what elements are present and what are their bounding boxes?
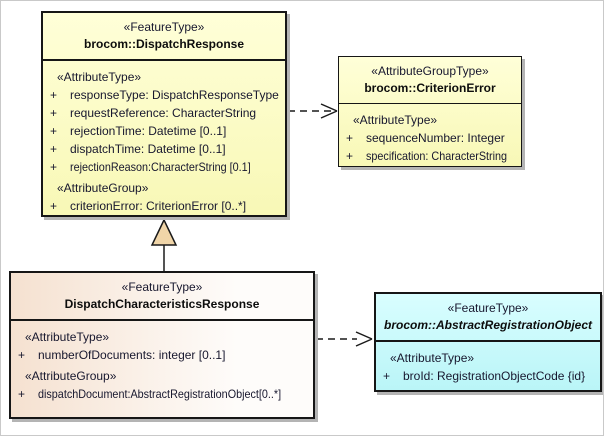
attribute-row: + specification: CharacterString: [339, 147, 521, 165]
section-heading: «AttributeType»: [353, 113, 438, 127]
class-stereotype: «FeatureType»: [121, 280, 203, 294]
generalization-arrow-dispatchcharacteristics-dispatchresponse[interactable]: [150, 218, 178, 271]
attribute-text: dispatchTime: Datetime [0..1]: [70, 142, 226, 156]
attribute-row: + rejectionReason:CharacterString [0.1]: [43, 158, 285, 176]
section-heading: «AttributeType»: [57, 70, 142, 84]
class-box-dispatch-response[interactable]: «FeatureType» brocom::DispatchResponse «…: [41, 11, 287, 217]
section-heading: «AttributeGroup»: [57, 181, 149, 195]
class-name: brocom::CriterionError: [364, 81, 496, 95]
visibility: +: [50, 160, 58, 174]
visibility: +: [50, 142, 58, 156]
attribute-row: + responseType: DispatchResponseType: [43, 86, 285, 104]
hollow-triangle-arrowhead-icon: [150, 218, 178, 246]
compartment-divider: [376, 340, 600, 342]
compartment-divider: [43, 59, 285, 61]
visibility: +: [50, 88, 58, 102]
attribute-text: specification: CharacterString: [366, 149, 508, 163]
section-heading: «AttributeType»: [390, 351, 475, 365]
compartment-divider: [339, 103, 521, 104]
dependency-arrow-dispatchcharacteristics-abstractregistrationobject[interactable]: [316, 331, 373, 347]
class-stereotype: «FeatureType»: [447, 301, 529, 315]
attribute-row: + requestReference: CharacterString: [43, 104, 285, 122]
open-arrowhead-icon: [355, 331, 373, 347]
attribute-row: + numberOfDocuments: integer [0..1]: [11, 346, 313, 364]
attribute-compartment: «AttributeType» + broId: RegistrationObje…: [376, 342, 600, 385]
attribute-text: sequenceNumber: Integer: [366, 131, 505, 145]
attribute-compartment: «AttributeType» + sequenceNumber: Integer…: [339, 104, 521, 165]
attribute-text: criterionError: CriterionError [0..*]: [70, 199, 247, 213]
attribute-text: rejectionTime: Datetime [0..1]: [70, 124, 227, 138]
attribute-text: dispatchDocument:AbstractRegistrationObj…: [38, 387, 282, 401]
attribute-text: broId: RegistrationObjectCode {id}: [403, 369, 586, 383]
attribute-compartment: «AttributeType» + responseType: DispatchR…: [43, 61, 285, 215]
class-title: «AttributeGroupType» brocom::CriterionEr…: [339, 57, 521, 97]
class-name: brocom::AbstractRegistrationObject: [383, 318, 593, 332]
class-box-abstract-registration-object[interactable]: «FeatureType» brocom::AbstractRegistrati…: [374, 292, 602, 392]
class-box-dispatch-characteristics-response[interactable]: «FeatureType» DispatchCharacteristicsRes…: [9, 271, 315, 419]
class-stereotype: «FeatureType»: [123, 20, 205, 34]
visibility: +: [18, 348, 26, 362]
attribute-row: + dispatchDocument:AbstractRegistrationOb…: [11, 385, 313, 403]
attribute-row: + dispatchTime: Datetime [0..1]: [43, 140, 285, 158]
visibility: +: [50, 106, 58, 120]
visibility: +: [346, 149, 354, 163]
attribute-row: + sequenceNumber: Integer: [339, 129, 521, 147]
compartment-divider: [11, 319, 313, 321]
attribute-text: numberOfDocuments: integer [0..1]: [38, 348, 226, 362]
attribute-compartment: «AttributeType» + numberOfDocuments: inte…: [11, 321, 313, 403]
class-title: «FeatureType» DispatchCharacteristicsRes…: [11, 273, 313, 313]
visibility: +: [50, 124, 58, 138]
attribute-row: + broId: RegistrationObjectCode {id}: [376, 367, 600, 385]
dependency-arrow-dispatchresponse-criterionerror[interactable]: [288, 103, 338, 119]
attribute-row: + rejectionTime: Datetime [0..1]: [43, 122, 285, 140]
class-box-criterion-error[interactable]: «AttributeGroupType» brocom::CriterionEr…: [338, 56, 522, 167]
attribute-text: rejectionReason:CharacterString [0.1]: [70, 160, 251, 174]
class-title: «FeatureType» brocom::DispatchResponse: [43, 13, 285, 53]
visibility: +: [18, 387, 26, 401]
class-stereotype: «AttributeGroupType»: [371, 64, 489, 78]
class-title: «FeatureType» brocom::AbstractRegistrati…: [376, 294, 600, 334]
class-name: DispatchCharacteristicsResponse: [64, 297, 260, 311]
attribute-text: responseType: DispatchResponseType: [70, 88, 279, 102]
open-arrowhead-icon: [320, 103, 338, 119]
attribute-text: requestReference: CharacterString: [70, 106, 257, 120]
visibility: +: [346, 131, 354, 145]
attribute-row: + criterionError: CriterionError [0..*]: [43, 197, 285, 215]
class-name: brocom::DispatchResponse: [83, 37, 245, 51]
section-heading: «AttributeType»: [25, 330, 110, 344]
visibility: +: [50, 199, 58, 213]
section-heading: «AttributeGroup»: [25, 369, 117, 383]
visibility: +: [383, 369, 391, 383]
